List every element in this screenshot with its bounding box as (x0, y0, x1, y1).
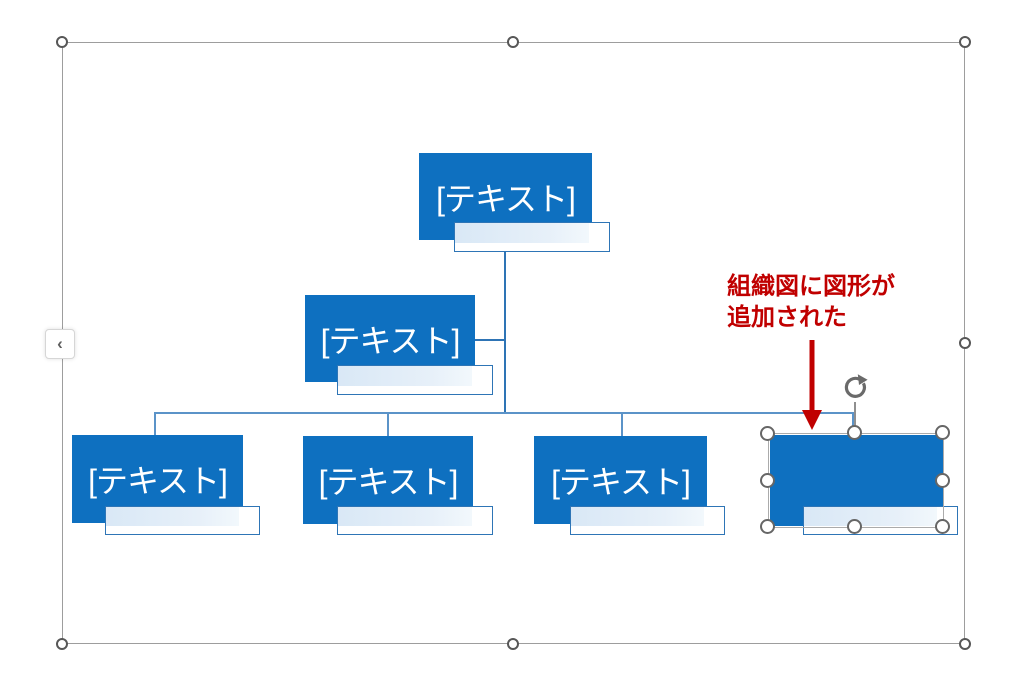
org-node-child-3-label: [テキスト] (551, 464, 691, 500)
annotation-line-1: 組織図に図形が (727, 273, 895, 300)
shape-selection-outline (768, 433, 944, 528)
shape-resize-handle-bottom-left[interactable] (760, 519, 775, 534)
shape-resize-handle-middle-right[interactable] (935, 473, 950, 488)
annotation-line-2: 追加された (727, 304, 847, 331)
org-node-new-shape-subshape-fill (804, 507, 938, 526)
org-node-root-label: [テキスト] (436, 180, 576, 217)
frame-resize-handle-top-left[interactable] (56, 36, 68, 48)
shape-resize-handle-middle-left[interactable] (760, 473, 775, 488)
frame-resize-handle-top-middle[interactable] (507, 36, 519, 48)
org-node-child-2-subshape[interactable] (337, 506, 493, 535)
org-node-child-1[interactable]: [テキスト] (72, 435, 243, 523)
org-node-child-3-subshape-fill (571, 507, 705, 526)
connector-root-vertical (504, 252, 506, 413)
connector-assistant (475, 339, 505, 341)
annotation-down-arrow-icon (802, 340, 822, 430)
org-node-child-2-subshape-fill (338, 507, 472, 526)
connector-drop-new-shape (852, 412, 854, 434)
org-node-assistant-subshape[interactable] (337, 365, 493, 395)
shape-resize-handle-top-left[interactable] (760, 426, 775, 441)
connector-drop-child-1 (154, 412, 156, 436)
shape-resize-handle-top-middle[interactable] (847, 425, 862, 440)
smartart-selection-frame (62, 42, 965, 644)
org-node-child-1-subshape[interactable] (105, 506, 260, 535)
org-node-assistant-subshape-fill (338, 366, 472, 386)
rotate-handle-stem (854, 402, 856, 432)
org-node-child-3-subshape[interactable] (570, 506, 725, 535)
annotation-text: 組織図に図形が 追加された (727, 271, 895, 333)
shape-resize-handle-bottom-middle[interactable] (847, 519, 862, 534)
chevron-left-icon: ‹ (57, 334, 63, 353)
frame-resize-handle-middle-right[interactable] (959, 337, 971, 349)
org-node-child-2-label: [テキスト] (318, 464, 459, 500)
connector-horizontal-bus (154, 412, 854, 414)
org-node-child-1-label: [テキスト] (88, 463, 228, 499)
frame-resize-handle-bottom-middle[interactable] (507, 638, 519, 650)
org-node-child-1-subshape-fill (106, 507, 240, 526)
frame-resize-handle-bottom-left[interactable] (56, 638, 68, 650)
org-node-root-subshape[interactable] (454, 222, 610, 252)
org-node-root-subshape-fill (455, 223, 589, 243)
org-node-assistant-label: [テキスト] (320, 322, 461, 359)
org-node-new-shape-subshape[interactable] (803, 506, 958, 535)
connector-drop-child-2 (387, 412, 389, 437)
connector-drop-child-3 (621, 412, 623, 437)
shape-resize-handle-top-right[interactable] (935, 425, 950, 440)
rotate-handle-icon[interactable] (840, 373, 870, 403)
shape-resize-handle-bottom-right[interactable] (935, 519, 950, 534)
text-pane-toggle-button[interactable]: ‹ (45, 329, 75, 359)
frame-resize-handle-top-right[interactable] (959, 36, 971, 48)
frame-resize-handle-bottom-right[interactable] (959, 638, 971, 650)
